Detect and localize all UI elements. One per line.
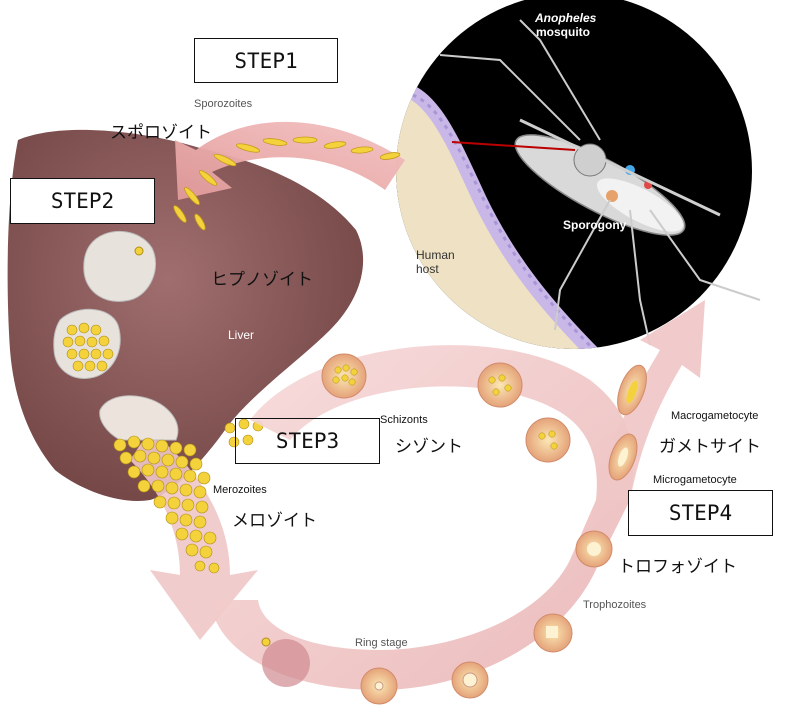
merozoites-jp-label: メロゾイト [232,506,317,531]
host-label: host [416,262,439,276]
microgametocyte-label: Microgametocyte [653,474,737,486]
sporozoites-label: Sporozoites [194,98,252,110]
schizonts-label: Schizonts [380,414,428,426]
merozoites-label: Merozoites [213,484,267,496]
liver-label: Liver [228,328,254,342]
macrogametocyte-label: Macrogametocyte [671,410,758,422]
human-label: Human [416,248,455,262]
schizonts-jp-label: シゾント [395,432,463,457]
step4-box: STEP4 [628,490,773,536]
liver-cell-hypnozoite [84,231,156,301]
mosquito-label: mosquito [536,25,590,39]
anopheles-label: Anopheles [535,11,596,25]
step3-box: STEP3 [235,418,380,464]
gametocyte-jp-label: ガメトサイト [659,432,761,457]
hypnozoite-jp-label: ヒプノゾイト [211,265,313,290]
step2-box: STEP2 [10,178,155,224]
ring-stage-label: Ring stage [355,637,408,649]
trophozoites-label: Trophozoites [583,599,646,611]
step1-box: STEP1 [194,38,338,83]
trophozoites-jp-label: トロフォゾイト [618,552,737,577]
sporozoites-jp-label: スポロゾイト [110,118,212,143]
sporogony-label: Sporogony [563,218,626,232]
